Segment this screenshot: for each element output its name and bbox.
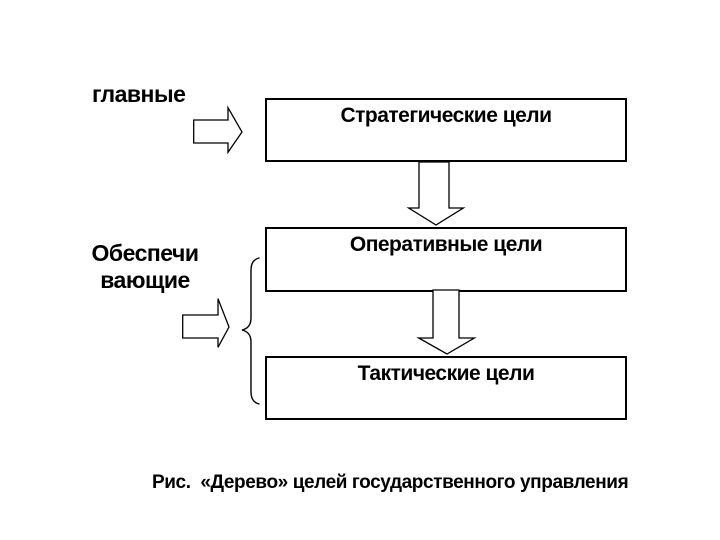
label-supporting-line2: вающие <box>100 267 190 293</box>
box-operational-goals: Оперативные цели <box>265 227 627 292</box>
down-block-arrow-2-icon <box>416 289 477 355</box>
curly-brace-icon <box>241 257 260 405</box>
figure-caption: Рис. «Дерево» целей государственного упр… <box>152 472 629 493</box>
down-block-arrow-1-icon <box>406 161 466 226</box>
label-supporting-line1: Обеспечи <box>91 240 199 266</box>
tactical-goals-label: Тактические цели <box>357 362 535 385</box>
box-tactical-goals: Тактические цели <box>265 356 627 420</box>
strategic-goals-label: Стратегические цели <box>340 104 552 127</box>
label-main-goals: главные <box>92 81 186 107</box>
label-supporting-goals: Обеспечи вающие <box>85 240 205 294</box>
box-strategic-goals: Стратегические цели <box>265 98 627 162</box>
operational-goals-label: Оперативные цели <box>349 233 543 256</box>
right-block-arrow-main-icon <box>193 105 243 155</box>
right-block-arrow-supporting-icon <box>182 298 230 348</box>
